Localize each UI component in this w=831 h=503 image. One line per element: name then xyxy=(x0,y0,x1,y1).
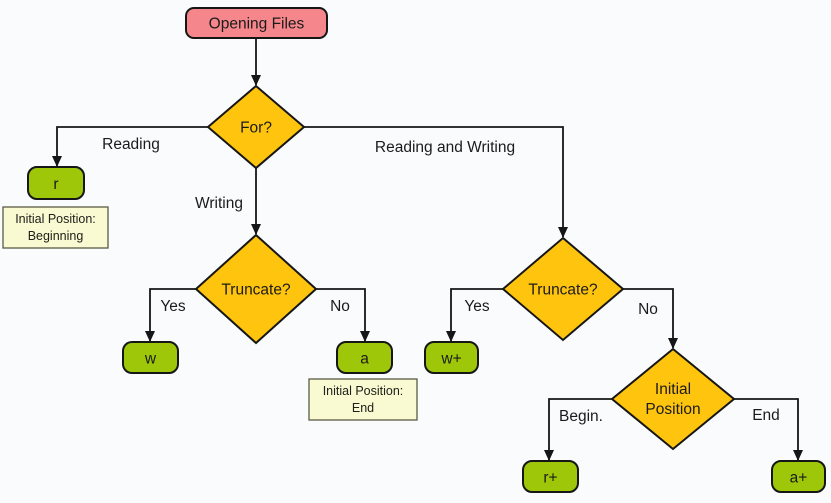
mode-a-label: a xyxy=(360,351,369,368)
edge-label-begin: Begin. xyxy=(559,408,603,425)
edge-truncate-right-yes xyxy=(446,288,503,342)
edge-label-reading-and-writing: Reading and Writing xyxy=(375,139,515,156)
edge-initial-position-end xyxy=(734,398,803,461)
edge-label-reading: Reading xyxy=(102,136,160,153)
truncate-right-shape xyxy=(501,236,625,342)
mode-w-shape xyxy=(122,341,179,374)
mode-a-shape xyxy=(336,341,393,374)
edge-for-to-truncate-reading-writing xyxy=(304,126,568,238)
note-beginning-shape xyxy=(2,206,109,249)
mode-w-plus-label: w+ xyxy=(440,351,461,368)
initial-position-label-line2: Position xyxy=(645,401,700,418)
edge-label-yes-left: Yes xyxy=(160,298,186,315)
edge-truncate-left-no xyxy=(316,288,370,342)
edge-labels: Reading Writing Reading and Writing Yes … xyxy=(102,136,780,425)
truncate-left-decision-node: Truncate? xyxy=(194,233,318,345)
start-node: Opening Files xyxy=(185,7,328,39)
start-node-shape xyxy=(185,7,328,39)
mode-w-label: w xyxy=(144,351,157,368)
mode-r-node: r xyxy=(27,166,85,200)
mode-a-plus-label: a+ xyxy=(790,470,808,487)
note-initial-position-end: Initial Position: End xyxy=(308,378,418,421)
mode-w-plus-node: w+ xyxy=(424,341,479,374)
edge-label-yes-right: Yes xyxy=(464,298,490,315)
truncate-left-label: Truncate? xyxy=(221,282,291,299)
edge-label-writing: Writing xyxy=(195,195,243,212)
edge-label-no-left: No xyxy=(330,298,350,315)
for-decision-label: For? xyxy=(240,120,272,137)
edge-truncate-left-yes xyxy=(145,288,196,342)
note-beginning-line2: Beginning xyxy=(28,229,84,243)
edge-for-to-r-reading xyxy=(52,126,208,167)
mode-r-shape xyxy=(27,166,85,200)
initial-position-label-line1: Initial xyxy=(655,381,691,398)
mode-r-plus-label: r+ xyxy=(543,470,557,487)
mode-r-plus-shape xyxy=(522,460,579,493)
initial-position-shape xyxy=(610,347,736,451)
mode-a-plus-node: a+ xyxy=(771,460,826,493)
truncate-right-label: Truncate? xyxy=(528,282,598,299)
mode-a-plus-shape xyxy=(771,460,826,493)
edges xyxy=(52,38,803,461)
mode-r-plus-node: r+ xyxy=(522,460,579,493)
note-initial-position-beginning: Initial Position: Beginning xyxy=(2,206,109,249)
truncate-left-shape xyxy=(194,233,318,345)
mode-r-label: r xyxy=(53,176,58,193)
note-end-line1: Initial Position: xyxy=(323,384,404,398)
edge-initial-position-begin xyxy=(544,398,612,461)
edge-label-end: End xyxy=(752,407,780,424)
edge-truncate-right-no xyxy=(623,288,678,349)
note-end-shape xyxy=(308,378,418,421)
start-node-label: Opening Files xyxy=(209,16,305,33)
initial-position-decision-node: Initial Position xyxy=(610,347,736,451)
mode-a-node: a xyxy=(336,341,393,374)
note-beginning-line1: Initial Position: xyxy=(15,212,96,226)
note-end-line2: End xyxy=(352,401,374,415)
edge-label-no-right: No xyxy=(638,301,658,318)
mode-w-plus-shape xyxy=(424,341,479,374)
for-decision-shape xyxy=(206,84,306,170)
truncate-right-decision-node: Truncate? xyxy=(501,236,625,342)
mode-w-node: w xyxy=(122,341,179,374)
for-decision-node: For? xyxy=(206,84,306,170)
